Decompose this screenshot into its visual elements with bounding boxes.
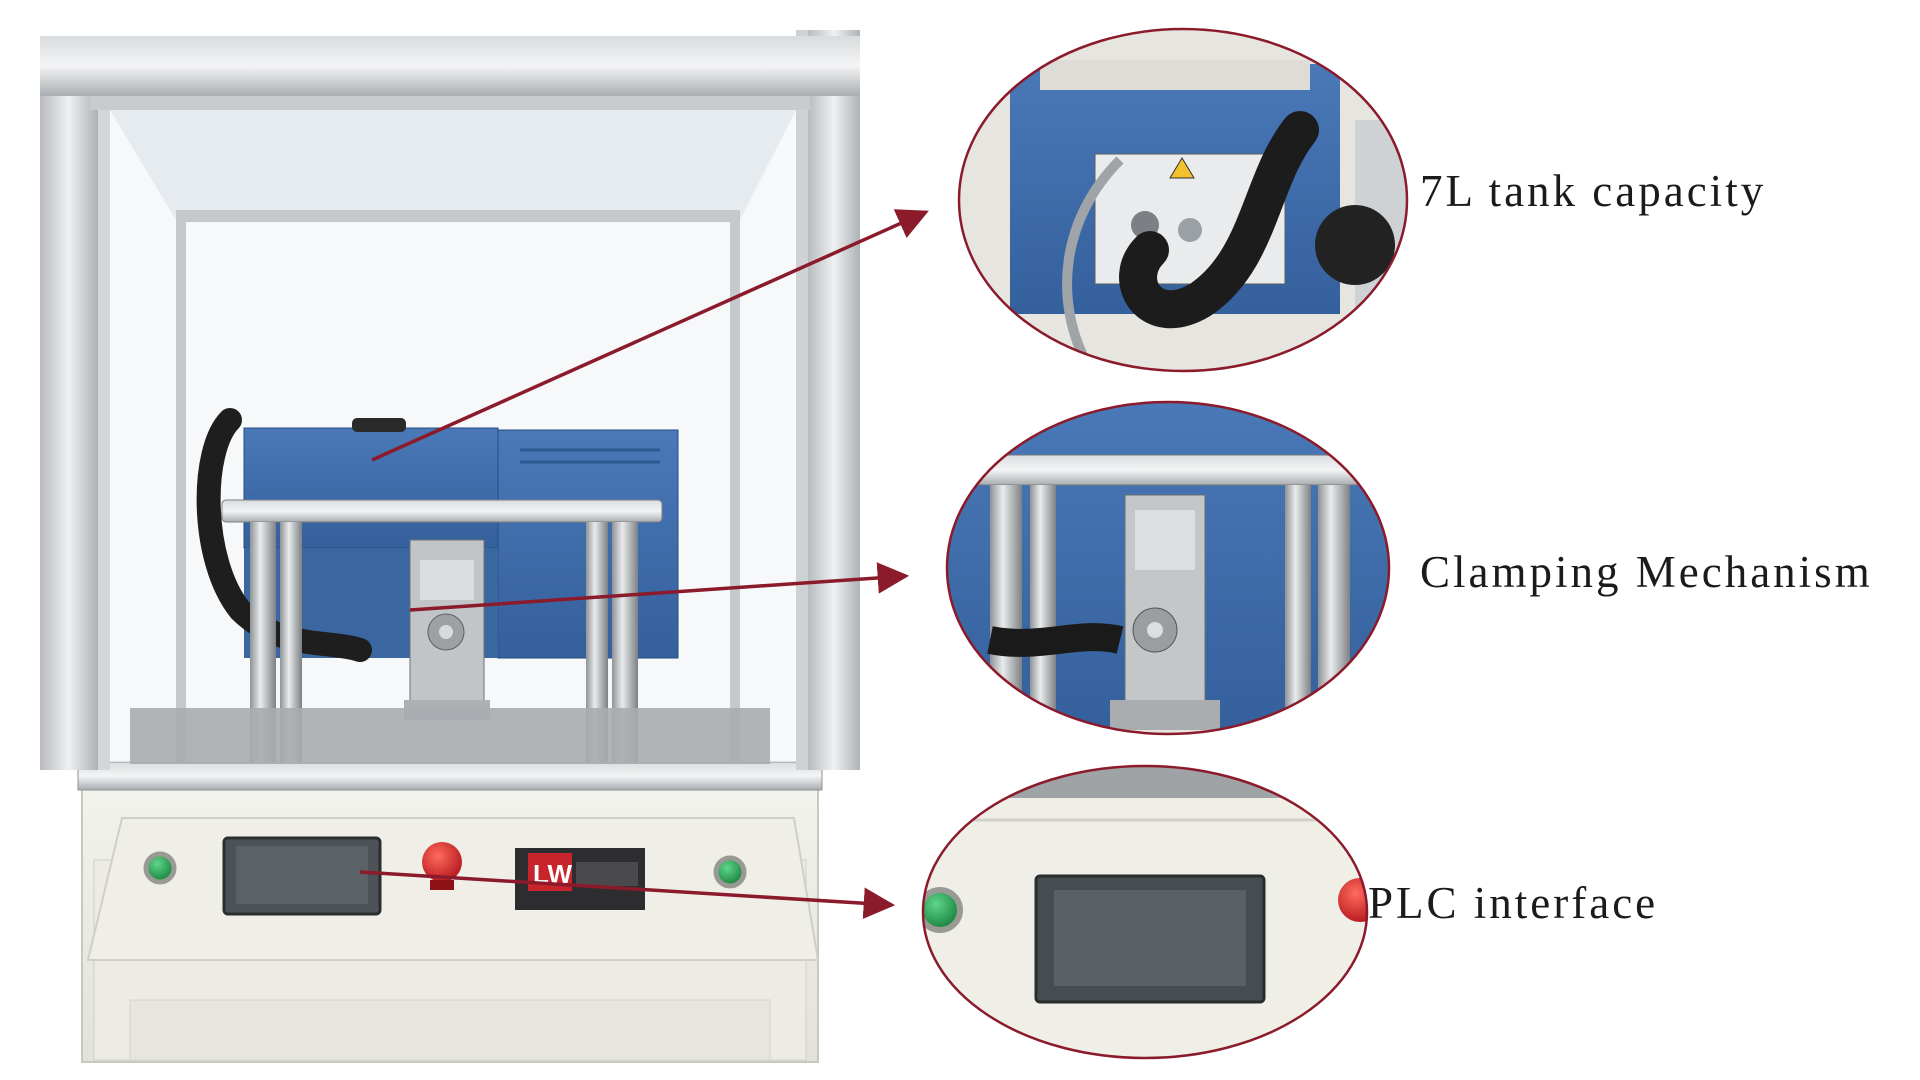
arrow-clamp (409, 562, 910, 612)
clamp-pillar-3 (586, 522, 608, 762)
clamp-detail-ellipse (945, 400, 1391, 736)
plc-detail-ellipse (921, 764, 1369, 1060)
label-clamping-mechanism: Clamping Mechanism (1420, 547, 1873, 597)
clamp-top-plate (221, 499, 663, 523)
green-start-button-right (713, 855, 747, 889)
label-plc-interface: PLC interface (1368, 878, 1659, 928)
main-machine: LW (40, 30, 860, 1063)
frame-top (40, 36, 860, 96)
tank-detail-ellipse (957, 27, 1409, 373)
emergency-stop-button (422, 842, 462, 882)
worktable (77, 761, 823, 791)
frame-post-right (808, 30, 860, 770)
arrow-tank (371, 209, 929, 462)
arrow-plc (359, 870, 896, 919)
green-start-button-left (143, 851, 177, 885)
label-tank-capacity: 7L tank capacity (1420, 166, 1767, 216)
frame-post-left (40, 40, 98, 770)
clamp-pillar-2 (280, 522, 302, 762)
base-plate (130, 708, 770, 764)
